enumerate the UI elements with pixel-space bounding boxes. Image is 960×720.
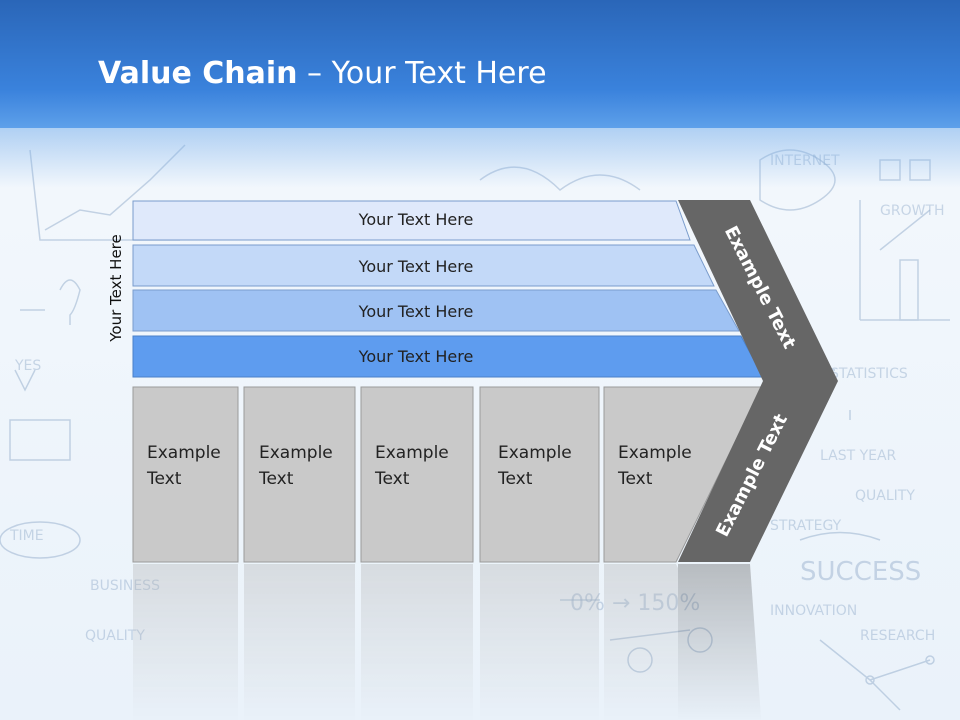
side-label: Your Text Here: [107, 234, 125, 342]
box-5-line1: Example: [618, 443, 692, 463]
svg-text:STRATEGY: STRATEGY: [770, 518, 842, 534]
header-bar: [0, 0, 960, 128]
svg-text:QUALITY: QUALITY: [855, 488, 915, 504]
bar-3-label: Your Text Here: [358, 302, 474, 321]
box-4-line1: Example: [498, 443, 572, 463]
box-5-line2: Text: [617, 469, 653, 489]
box-3: [360, 386, 474, 563]
svg-text:INNOVATION: INNOVATION: [770, 603, 857, 619]
bar-1-label: Your Text Here: [358, 210, 474, 229]
header-fade: [0, 128, 960, 188]
bar-1: [132, 200, 691, 241]
box-2-line1: Example: [259, 443, 333, 463]
svg-text:RESEARCH: RESEARCH: [860, 628, 935, 644]
box-2-line2: Text: [258, 469, 294, 489]
box-3-line1: Example: [375, 443, 449, 463]
svg-text:STATISTICS: STATISTICS: [830, 366, 908, 382]
bar-4-label: Your Text Here: [358, 347, 474, 366]
svg-text:GROWTH: GROWTH: [880, 203, 945, 219]
title-rest: – Your Text Here: [297, 56, 547, 91]
svg-text:TIME: TIME: [9, 528, 44, 544]
bar-2-label: Your Text Here: [358, 257, 474, 276]
diagram-reflection: [133, 564, 762, 720]
box-1-line1: Example: [147, 443, 221, 463]
title-bold: Value Chain: [98, 56, 298, 91]
svg-text:YES: YES: [14, 358, 41, 374]
svg-text:QUALITY: QUALITY: [85, 628, 145, 644]
box-1: [132, 386, 239, 563]
box-4: [479, 386, 600, 563]
box-4-line2: Text: [497, 469, 533, 489]
box-2: [243, 386, 356, 563]
slide-title: Value Chain – Your Text Here: [98, 56, 547, 91]
chevron-arrow: [678, 200, 838, 562]
svg-text:LAST YEAR: LAST YEAR: [820, 448, 897, 464]
bar-2: [132, 244, 715, 287]
bar-3: [132, 289, 740, 332]
box-3-line2: Text: [374, 469, 410, 489]
svg-text:SUCCESS: SUCCESS: [800, 557, 921, 587]
box-1-line2: Text: [146, 469, 182, 489]
box-5: [603, 386, 763, 563]
